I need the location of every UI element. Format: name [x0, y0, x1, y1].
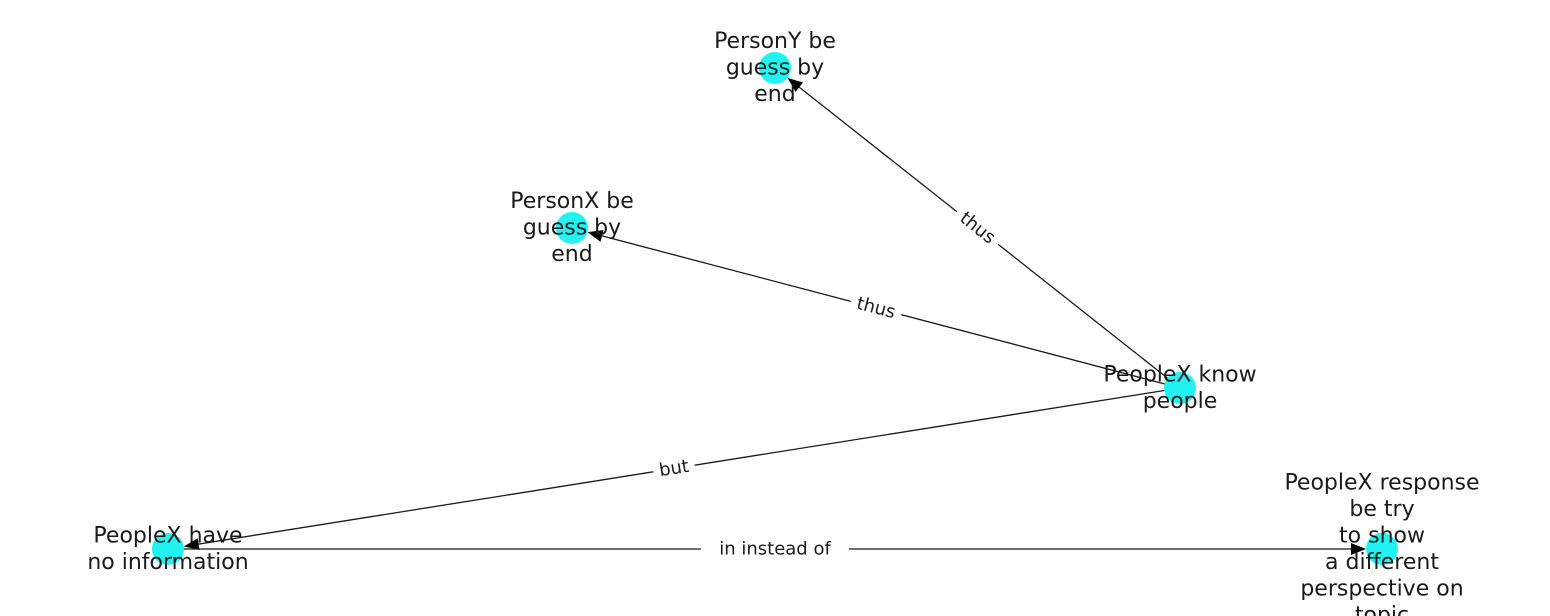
node-label-line: a different	[1325, 550, 1439, 575]
node-knowPeople	[1164, 372, 1196, 404]
edge-arrowhead	[1351, 543, 1366, 555]
edges-layer: thus thus but in instead of	[168, 77, 1366, 562]
node-label-line: PersonY be	[714, 29, 836, 54]
node-response	[1366, 533, 1398, 565]
edge-label-group: but	[651, 452, 697, 485]
node-label-line: PeopleX response	[1284, 470, 1479, 495]
edge-label-background	[948, 201, 1007, 255]
node-label-line: guess by	[726, 56, 824, 81]
edge-arrowhead	[787, 77, 804, 92]
edge-label-group: thus	[948, 201, 1007, 255]
node-label-line: end	[754, 82, 795, 107]
edge-label-background	[651, 452, 697, 485]
node-label-line: be try	[1349, 497, 1414, 522]
edge-label-group: in instead of	[701, 536, 849, 562]
node-label-line: no information	[87, 550, 248, 575]
node-label-line: perspective on	[1300, 576, 1463, 601]
edge-label-group: thus	[847, 288, 905, 328]
node-label-line: PeopleX have	[93, 523, 242, 548]
edge-arrowhead	[587, 230, 604, 242]
node-label-line: guess by	[523, 216, 621, 241]
node-label-line: end	[551, 242, 592, 267]
node-label-line: PeopleX know	[1103, 362, 1256, 387]
edge-label-background	[701, 536, 849, 562]
node-label-line: PersonX be	[510, 189, 634, 214]
nodes-layer	[152, 52, 1398, 565]
node-personY	[759, 52, 791, 84]
edge-label-background	[847, 288, 905, 328]
node-label-line: people	[1143, 389, 1218, 414]
node-noInfo	[152, 533, 184, 565]
edge-label: but	[658, 456, 691, 481]
edge-arrowhead	[183, 538, 200, 551]
edge-label: in instead of	[719, 539, 831, 560]
edge-label: thus	[854, 293, 897, 323]
node-label-line: topic	[1355, 603, 1409, 616]
node-personX	[556, 212, 588, 244]
node-label-line: to show	[1339, 523, 1425, 548]
